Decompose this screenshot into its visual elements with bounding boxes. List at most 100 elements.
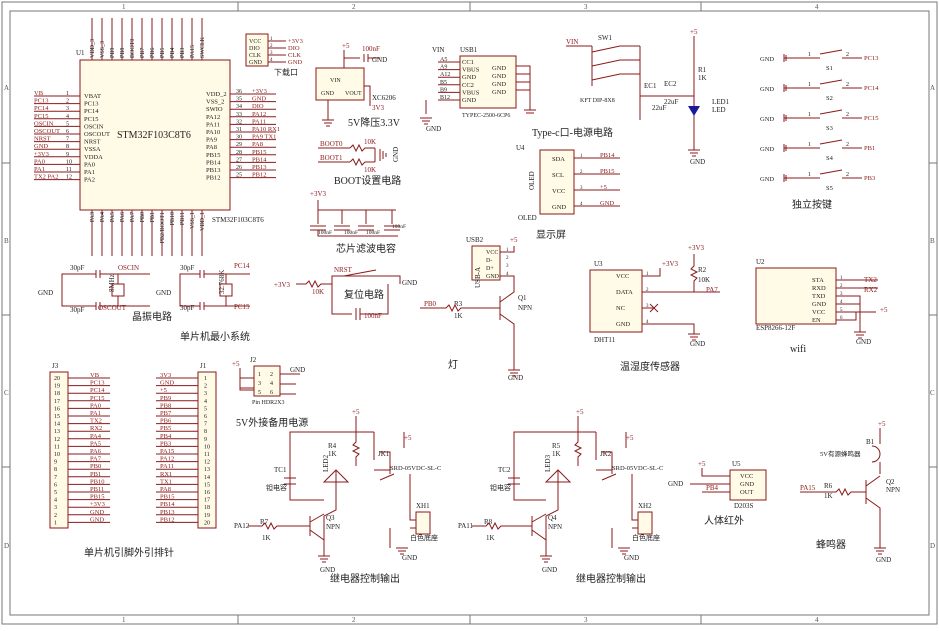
psw-part: KFT DIP-8X8 [580, 98, 615, 104]
debug-pin-name: CLK [249, 53, 262, 59]
mcu-right-pin-num: 32 [236, 119, 242, 125]
oled-net: PB14 [600, 152, 615, 159]
dht-part: DHT11 [594, 336, 616, 344]
wifi-pin-num: 1 [840, 276, 843, 281]
j1-ref: J1 [200, 362, 207, 370]
ext-pin-num: 5 [258, 390, 261, 396]
ldo-block: VIN VOUT GND XC6206 +5 100nF 3V3 GND 5V降… [315, 42, 401, 129]
j3-ref: J3 [52, 362, 59, 370]
ldo-cap: 100nF [362, 45, 380, 53]
typec-left-pin: A12 [440, 72, 450, 78]
lamp-caption: 灯 [448, 359, 458, 371]
j3-net: PA0 [90, 402, 101, 409]
mcu-left-net: PA1 [34, 166, 45, 173]
j1-net: PB5 [160, 425, 171, 432]
button-net: PC14 [864, 85, 879, 92]
j3-pin-num: 7 [54, 475, 57, 481]
relay1-q: Q3 [326, 514, 335, 522]
mcu-right-net: PA12 [252, 111, 266, 118]
psw-gnd: GND [690, 158, 705, 166]
frame-row-d-right: D [930, 542, 935, 550]
j1-pin-num: 20 [204, 520, 210, 526]
typec-left-name: CC2 [462, 82, 474, 89]
crystal-cap2a: 30pF [180, 264, 195, 272]
mcu-left-pin-num: 7 [66, 137, 69, 143]
mcu-left-net: +3V3 [34, 151, 49, 158]
dht-pin-name: GND [616, 321, 630, 328]
button-pin: 1 [808, 172, 811, 178]
ext-part: Pin HDR2X3 [252, 400, 285, 406]
button-pin: 1 [808, 142, 811, 148]
relay2-net: PA11 [458, 522, 474, 530]
frame-row-c-right: C [930, 389, 935, 397]
mcu-right-net: +3V3 [252, 88, 267, 95]
buzzer-r: R6 [824, 482, 833, 490]
button-pin: 2 [846, 142, 849, 148]
button-pin: 1 [808, 112, 811, 118]
mcu-bottom-pin-name: PA5 [110, 212, 116, 222]
wifi-pin-name: STA [812, 277, 824, 284]
j1-net: 3V3 [160, 372, 171, 379]
boot-caption: BOOT设置电路 [334, 174, 401, 187]
typec-ref: USB1 [460, 46, 478, 54]
j1-pin-num: 9 [204, 437, 207, 443]
decap-caption: 芯片滤波电容 [336, 242, 396, 255]
j1-net: PB15 [160, 494, 174, 501]
j1-net: PB3 [160, 440, 171, 447]
button-net: PB3 [864, 175, 875, 182]
crystal-oscout: OSCOUT [98, 304, 127, 312]
button-ref: S5 [826, 185, 833, 192]
mcu-right-net: PA11 [252, 118, 266, 125]
r1-ref: R1 [698, 66, 707, 74]
mcu-right-net: PB13 [252, 164, 266, 171]
relay2-q: Q4 [548, 514, 557, 522]
mcu-left-pin-num: 8 [66, 144, 69, 150]
mcu-left-pin-num: 3 [66, 106, 69, 112]
mcu-right-net: GND [252, 96, 266, 103]
j3-net: PA1 [90, 410, 101, 417]
j3-net: PB0 [90, 463, 101, 470]
j1-net: PB7 [160, 410, 172, 417]
mcu-bottom-pin-name: PA7 [130, 212, 136, 222]
usba-pin-name: VCC [486, 250, 498, 256]
j1-pin-num: 3 [204, 391, 207, 397]
button-pin: 1 [808, 52, 811, 58]
mcu-left-net: OSCIN [34, 120, 54, 127]
button-net: PB1 [864, 145, 875, 152]
usba-pin-num: 4 [506, 272, 509, 277]
mcu-left-pin-num: 1 [66, 91, 69, 97]
relay2-xh: XH2 [638, 502, 652, 510]
mcu-left-pin-num: 5 [66, 121, 69, 127]
pir-part: D203S [734, 502, 754, 510]
crystal-cap1b: 30pF [70, 306, 85, 314]
decap-net: +3V3 [310, 190, 327, 198]
relay1-r4: R4 [328, 442, 337, 450]
dht-r: R2 [698, 266, 707, 274]
j1-net: +5 [160, 387, 167, 394]
frame-col-2-top: 2 [352, 3, 356, 11]
mcu-left-net: GND [34, 143, 48, 150]
button-gnd: GND [760, 116, 774, 123]
j3-pin-num: 5 [54, 490, 57, 496]
oled-caption: 显示屏 [536, 229, 566, 241]
ext-pin-num: 1 [258, 372, 261, 378]
frame-col-4-bottom: 4 [815, 616, 819, 624]
mcu-top-pin-name: PB6 [150, 48, 156, 58]
relay2-gnd: GND [624, 554, 639, 562]
dht-pin-num: 2 [646, 288, 649, 293]
psw-ref: SW1 [598, 34, 613, 42]
j1-pin-num: 18 [204, 505, 210, 511]
ldo-vin-net: +5 [342, 42, 350, 50]
mcu-left-pin-name: VDDA [84, 154, 103, 161]
usba-pin-num: 2 [506, 256, 509, 261]
j3-net: PB15 [90, 494, 104, 501]
debug-net: CLK [288, 52, 301, 59]
button-pin: 2 [846, 112, 849, 118]
j1-net: PB4 [160, 433, 172, 440]
